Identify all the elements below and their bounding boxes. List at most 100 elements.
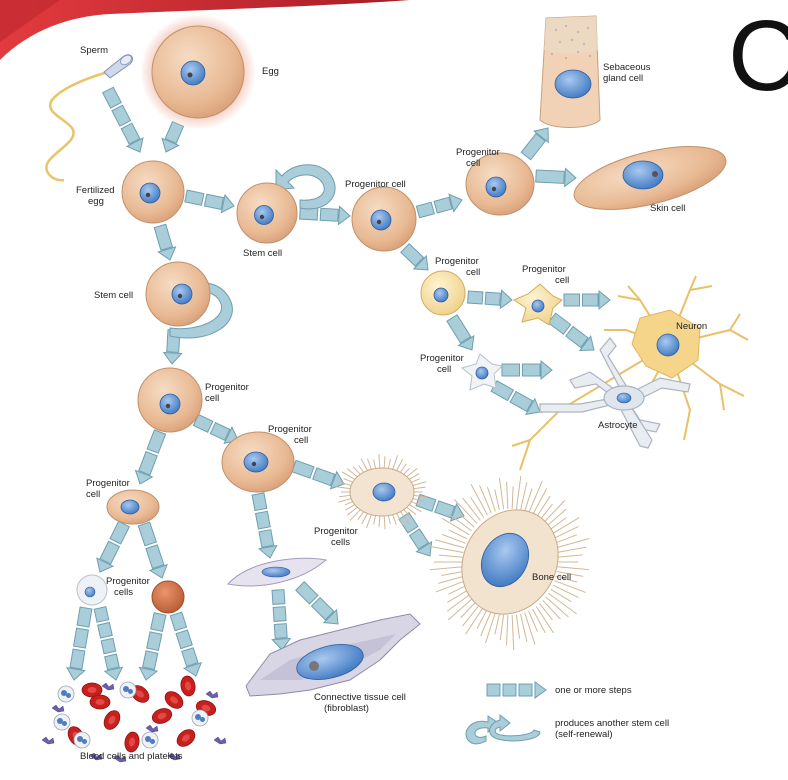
label-progenitor-blood-2: cell (86, 489, 101, 500)
arrow-stem-to-progenitor-top (299, 205, 351, 226)
red-blood-cell (103, 710, 121, 730)
label-progenitor-mid-2: cell (205, 393, 220, 404)
white-blood-cell (141, 731, 159, 749)
progenitor-cell-astrocyte (460, 353, 504, 391)
progenitor-cell-neuron (512, 283, 563, 326)
corner-letter: C (728, 0, 788, 112)
white-blood-cell (191, 709, 209, 727)
arrow-to-elongated (251, 492, 278, 559)
arrow-to-blood-progenitor (134, 429, 167, 485)
label-progenitor-cell-top: Progenitor cell (345, 179, 406, 190)
arrow-to-astro-progenitor (446, 314, 475, 351)
platelet (101, 682, 115, 691)
progenitor-cells-bone (336, 453, 428, 530)
egg-cell (140, 14, 256, 130)
progenitor-cell-connective (221, 431, 295, 493)
label-progenitor-astro-1: Progenitor (420, 353, 464, 364)
label-progenitor-cells-bone-1: Progenitor (314, 526, 358, 537)
label-sperm: Sperm (80, 45, 108, 56)
legend-steps-text: one or more steps (555, 685, 632, 696)
arrow-white-to-blood-2 (93, 606, 124, 681)
arrow-fertilized-to-stem-lower (153, 223, 177, 261)
fertilized-egg-cell (121, 160, 185, 224)
label-progenitor-neuron-2: cell (555, 275, 570, 286)
platelet (205, 690, 219, 699)
label-progenitor-skin-2: cell (466, 158, 481, 169)
arrow-sperm-to-fertilized (101, 86, 144, 153)
stem-cell-lower (145, 261, 211, 327)
red-blood-cell (180, 675, 196, 697)
label-sebaceous-2: gland cell (603, 73, 644, 84)
label-progenitor-blood-1: Progenitor (86, 478, 130, 489)
arrow-to-neuron-2 (547, 312, 595, 352)
neuron-body (631, 309, 701, 379)
label-stem-cell-lower: Stem cell (94, 290, 134, 301)
bone-cell (428, 476, 590, 651)
red-blood-cell (81, 682, 103, 698)
arrow-to-neural-progenitor (400, 242, 429, 271)
label-sebaceous-1: Sebaceous (603, 62, 651, 73)
progenitor-cells-blood (76, 574, 185, 614)
white-blood-cell (119, 681, 137, 699)
label-astrocyte: Astrocyte (598, 420, 638, 431)
white-blood-cell (73, 731, 91, 749)
platelet (145, 724, 159, 733)
arrow-to-bone-cell-2 (398, 512, 433, 557)
stem-cell-upper (236, 182, 298, 244)
arrow-progenitor-to-skin-progenitor (415, 193, 463, 219)
platelet (167, 752, 181, 761)
arrow-elongated-to-fibroblast-2 (295, 581, 339, 625)
platelet (113, 754, 127, 763)
progenitor-cell-elongated (227, 557, 328, 587)
red-blood-cell (176, 729, 196, 747)
astrocyte-cell (539, 337, 691, 449)
label-egg: Egg (262, 66, 279, 77)
label-progenitor-neural-2: cell (466, 267, 481, 278)
arrow-fertilized-to-stem-upper (184, 189, 235, 214)
platelet (41, 736, 55, 745)
platelet (51, 704, 65, 713)
arrow-elongated-to-fibroblast (271, 589, 292, 651)
arrow-red-to-blood (138, 612, 167, 681)
connective-tissue-cell (245, 613, 421, 697)
label-progenitor-conn-2: cell (294, 435, 309, 446)
platelet (89, 752, 103, 761)
arrow-to-sebaceous (520, 127, 549, 161)
legend (486, 681, 547, 742)
red-blood-cell (164, 691, 184, 709)
arrow-to-connective-progenitor (192, 413, 239, 445)
label-bone-cell: Bone cell (532, 572, 572, 583)
label-skin-cell: Skin cell (650, 203, 686, 214)
label-progenitor-astro-2: cell (437, 364, 452, 375)
label-progenitor-cells-blood-2: cells (114, 587, 134, 598)
label-fertilized-egg-1: Fertilized (76, 185, 115, 196)
progenitor-cell-top (351, 186, 417, 252)
label-neuron: Neuron (676, 321, 708, 332)
sebaceous-gland-cell (539, 15, 601, 128)
red-blood-cell (89, 694, 111, 710)
white-blood-cell (57, 685, 75, 703)
label-fertilized-egg-2: egg (88, 196, 104, 207)
legend-self-renewal-text-2: (self-renewal) (555, 729, 613, 740)
label-progenitor-neuron-1: Progenitor (522, 264, 566, 275)
sperm-cell (45, 54, 133, 182)
arrow-to-blood-red (137, 521, 168, 579)
label-progenitor-neural-1: Progenitor (435, 256, 479, 267)
legend-self-renewal-text-1: produces another stem cell (555, 718, 670, 729)
progenitor-cell-mid (137, 367, 203, 433)
legend-step-arrow (486, 681, 547, 699)
progenitor-cell-blood (106, 489, 160, 525)
platelet (213, 736, 227, 745)
progenitor-cell-neural (420, 270, 466, 316)
label-progenitor-cells-blood-1: Progenitor (106, 576, 150, 587)
blood-cells-and-platelets (41, 675, 227, 763)
label-stem-cell-upper: Stem cell (243, 248, 283, 259)
arrow-to-blood-white (96, 520, 131, 573)
arrow-to-astrocyte (501, 359, 553, 381)
label-connective-2: (fibroblast) (324, 703, 369, 714)
red-blood-cell (124, 731, 140, 753)
progenitor-cell-skin (465, 152, 535, 216)
corner-banner (0, 0, 410, 60)
arrow-to-skin-cell (535, 167, 577, 188)
